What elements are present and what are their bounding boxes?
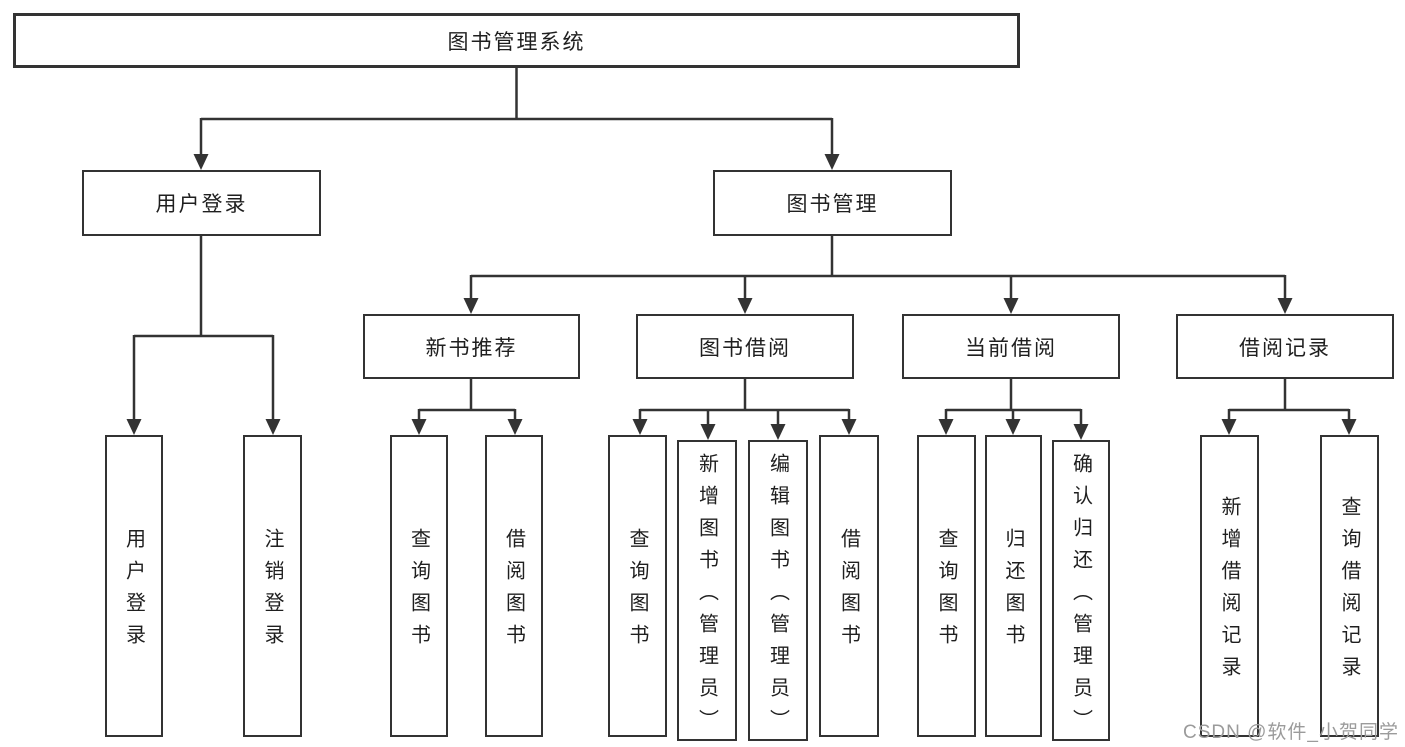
leaf-label: 归还图书 [1002,528,1024,656]
node-book-borrowing: 图书借阅 [636,314,854,379]
leaf-query-books-borrowing: 查询图书 [608,435,667,737]
leaf-query-books-current: 查询图书 [917,435,976,737]
leaf-label: 新增图书（管理员） [695,452,718,741]
node-borrowing-records: 借阅记录 [1176,314,1394,379]
leaf-logout-login: 注销登录 [243,435,302,737]
node-label: 图书管理系统 [447,30,586,54]
node-label: 图书管理 [786,193,879,216]
leaf-query-borrow-record: 查询借阅记录 [1320,435,1379,737]
leaf-borrow-books-recommend: 借阅图书 [485,435,543,737]
node-new-book-recommend: 新书推荐 [363,314,580,379]
leaf-label: 借阅图书 [837,528,860,656]
node-label: 用户登录 [155,193,248,216]
leaf-label: 确认归还（管理员） [1069,452,1092,741]
leaf-label: 注销登录 [261,528,283,656]
node-user-login-group: 用户登录 [82,170,321,236]
leaf-label: 查询图书 [626,528,648,656]
node-book-management: 图书管理 [713,170,952,236]
node-label: 图书借阅 [699,336,791,360]
node-label: 当前借阅 [965,336,1057,360]
node-current-borrowing: 当前借阅 [902,314,1120,379]
leaf-label: 用户登录 [122,528,145,656]
leaf-label: 查询图书 [407,528,430,656]
leaf-user-login: 用户登录 [105,435,163,737]
node-label: 借阅记录 [1239,336,1331,360]
leaf-return-books: 归还图书 [985,435,1042,737]
leaf-label: 借阅图书 [502,528,525,656]
node-label: 新书推荐 [425,336,518,360]
node-library-management-system: 图书管理系统 [13,13,1020,68]
leaf-query-books-recommend: 查询图书 [390,435,448,737]
leaf-label: 查询借阅记录 [1338,496,1360,688]
leaf-label: 查询图书 [935,528,957,656]
leaf-add-books-admin: 新增图书（管理员） [677,440,737,741]
csdn-watermark: CSDN @软件_小贺同学 [1183,722,1399,743]
leaf-edit-books-admin: 编辑图书（管理员） [748,440,808,741]
leaf-confirm-return-admin: 确认归还（管理员） [1052,440,1110,741]
leaf-label: 新增借阅记录 [1218,496,1240,688]
leaf-borrow-books-borrowing: 借阅图书 [819,435,879,737]
leaf-label: 编辑图书（管理员） [766,452,789,741]
leaf-add-borrow-record: 新增借阅记录 [1200,435,1259,737]
